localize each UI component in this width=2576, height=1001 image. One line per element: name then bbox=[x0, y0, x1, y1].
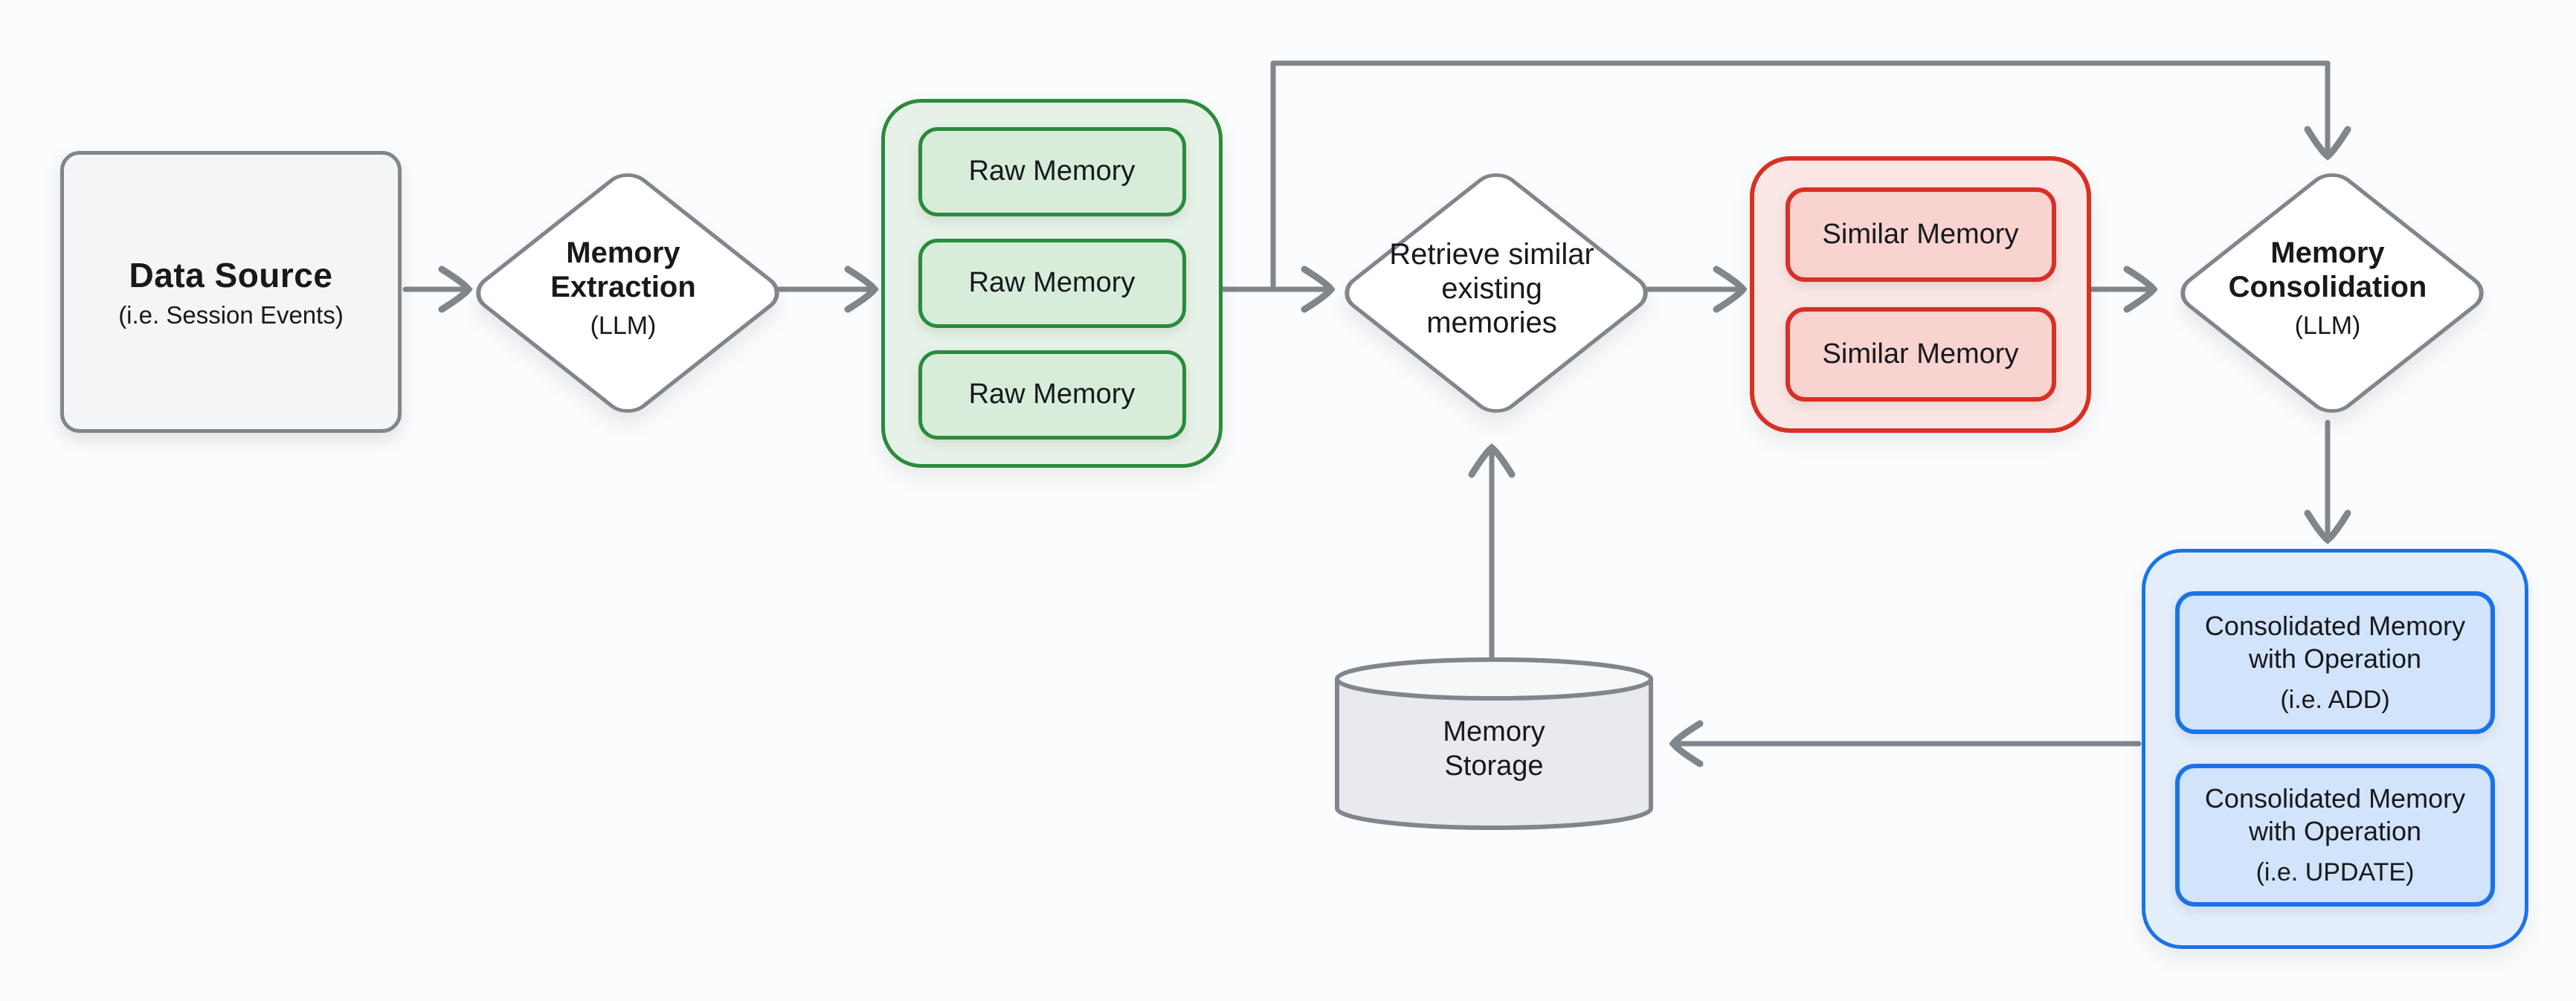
arrow-extraction-to-raw-memory bbox=[776, 265, 879, 313]
arrow-raw-memory-to-retrieve bbox=[1215, 265, 1336, 313]
arrow-storage-to-retrieve bbox=[1468, 443, 1516, 660]
memory-storage-cylinder bbox=[1335, 657, 1653, 830]
arrow-similar-memory-to-consolidation bbox=[2084, 265, 2158, 313]
arrow-consolidation-to-consolidated bbox=[2304, 419, 2351, 544]
arrow-consolidated-to-storage bbox=[1669, 720, 2142, 767]
arrow-raw-memory-feedback-to-consolidation bbox=[1270, 60, 2351, 289]
arrow-retrieve-to-similar-memory bbox=[1645, 265, 1748, 313]
arrow-data-source-to-extraction bbox=[402, 265, 473, 313]
